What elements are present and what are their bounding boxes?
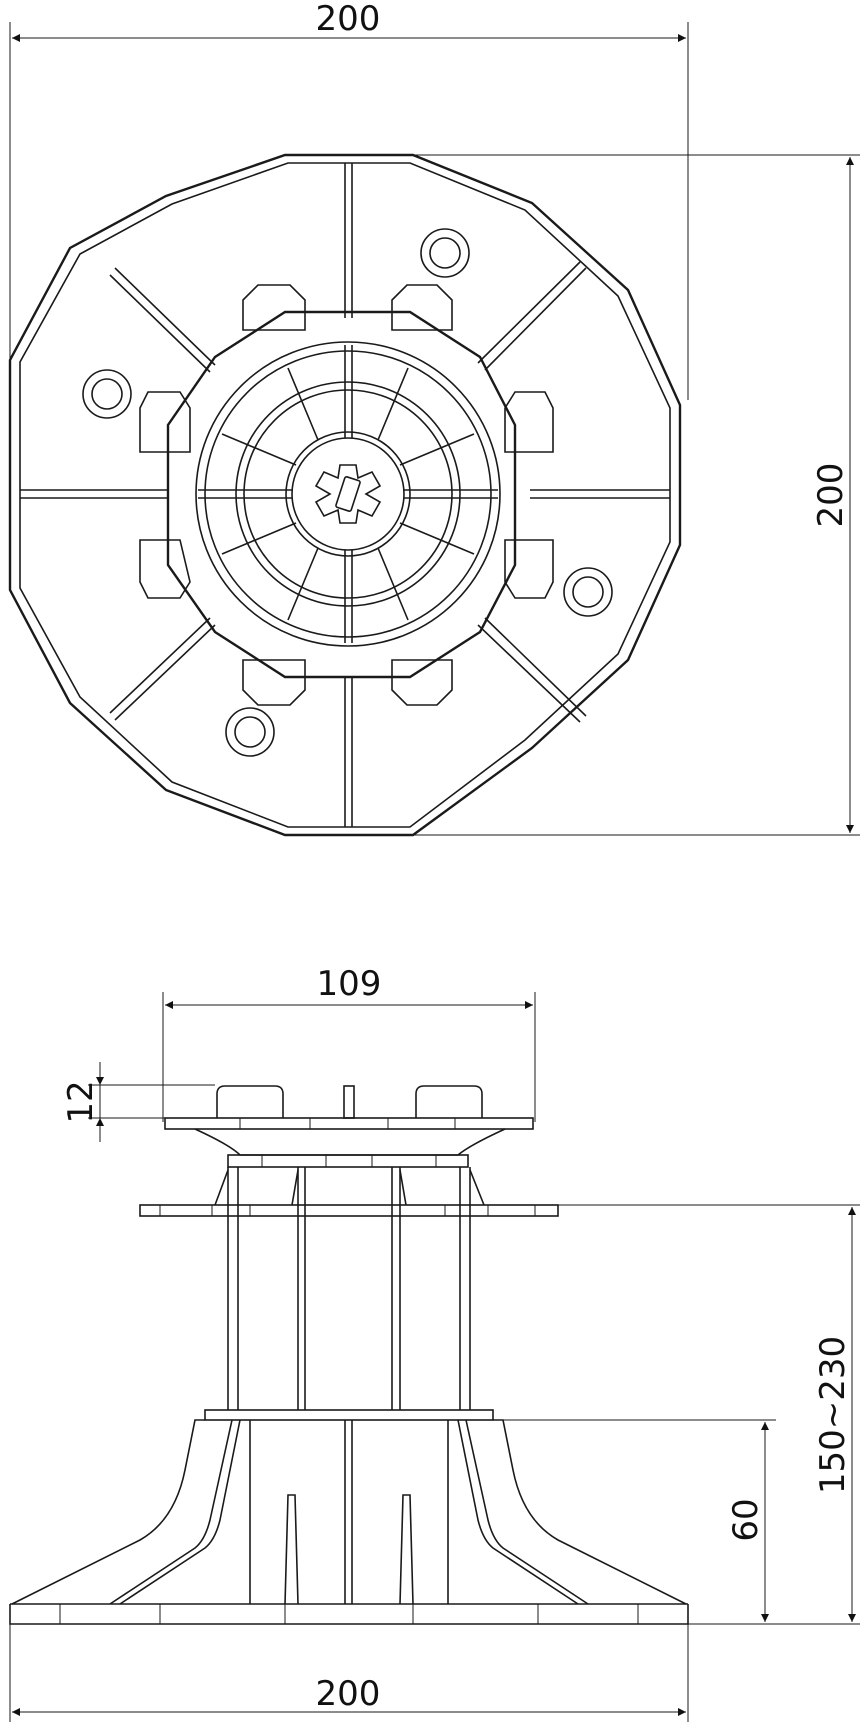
spacer-tab-right [415,1085,483,1118]
base [9,1409,689,1625]
dimension-base-height: 60 [493,1419,776,1622]
hub-outer-ring [195,341,501,647]
head-collar [227,1154,469,1168]
hub-tabs [139,284,554,706]
dimension-top-height: 200 [413,154,860,836]
dimension-height-range: 150~230 [558,1204,860,1625]
dim-base-width-label: 200 [316,1674,381,1714]
mounting-hole-icon [420,228,470,278]
hub-outline [166,310,517,679]
mounting-holes [82,228,613,757]
dimension-plate-width: 109 [162,964,536,1122]
dim-base-height-label: 60 [726,1498,766,1541]
center-fin [343,1085,355,1119]
hub-inner-ring [285,431,411,557]
threaded-column [214,1167,485,1410]
spacer-tab-left [216,1085,284,1118]
ring-flange [139,1204,559,1217]
inner-base-outline [19,162,671,828]
side-view: 109 12 [9,964,860,1722]
mounting-hole-icon [563,567,613,617]
dim-height-range-label: 150~230 [813,1336,853,1494]
head-plate [164,1085,534,1168]
top-view: 200 200 [8,0,860,837]
center-key-icon [314,464,382,524]
base-collar [204,1409,494,1421]
hub-middle-ring-inner [243,389,453,599]
mounting-hole-icon [225,707,275,757]
dimension-top-width: 200 [9,0,689,400]
head-plate-top [164,1117,534,1130]
hub-middle-ring [235,381,461,607]
mounting-hole-icon [82,369,132,419]
base-skirt-left [11,1419,205,1605]
dimension-base-width: 200 [9,1604,689,1722]
dim-plate-thickness-label: 12 [61,1080,101,1123]
dim-top-width-label: 200 [316,0,381,39]
dim-top-height-label: 200 [811,463,851,528]
hub-outer-ring-inner [204,350,492,638]
adjustment-ring [139,1204,559,1217]
hub-spokes [198,345,498,643]
head-cone [194,1128,506,1156]
dim-plate-width-label: 109 [317,964,382,1004]
radial-ribs [20,163,670,827]
base-plate [9,1604,689,1625]
base-skirt-right [493,1419,687,1605]
hub-inner-ring-inner [291,437,405,551]
dimension-plate-thickness: 12 [61,1062,215,1142]
